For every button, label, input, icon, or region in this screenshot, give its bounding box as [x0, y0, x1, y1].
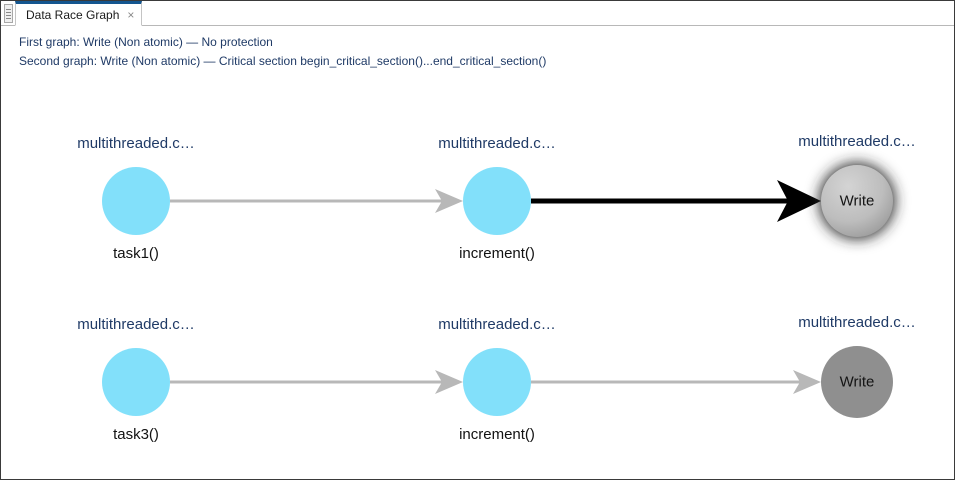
close-icon[interactable]: × [127, 8, 135, 22]
graph-node-task3[interactable] [102, 348, 170, 416]
node-function-label-increment-top: increment() [459, 245, 535, 262]
node-file-label-increment-bottom: multithreaded.c… [438, 316, 556, 333]
node-function-label-task3: task3() [113, 426, 159, 443]
edge-arrowhead [793, 370, 821, 394]
edge-arrowhead [435, 370, 463, 394]
edge-arrowhead [435, 189, 463, 213]
tab-data-race-graph[interactable]: Data Race Graph × [15, 1, 143, 26]
graph-node-increment-bottom[interactable] [463, 348, 531, 416]
node-file-label-task3: multithreaded.c… [77, 316, 195, 333]
node-function-label-increment-bottom: increment() [459, 426, 535, 443]
graph-node-task1[interactable] [102, 167, 170, 235]
node-function-label-task1: task1() [113, 245, 159, 262]
graph-node-write-bottom[interactable] [821, 346, 893, 418]
graph-legend: First graph: Write (Non atomic) — No pro… [19, 33, 919, 71]
node-file-label-write-top: multithreaded.c… [798, 133, 916, 150]
graph-svg [102, 163, 895, 418]
legend-line-first-graph: First graph: Write (Non atomic) — No pro… [19, 35, 273, 49]
edge-arrowhead-highlight [777, 180, 821, 222]
graph-edges [170, 180, 821, 394]
node-file-label-increment-top: multithreaded.c… [438, 135, 556, 152]
node-file-label-task1: multithreaded.c… [77, 135, 195, 152]
tab-label: Data Race Graph [26, 8, 120, 22]
drag-grip-icon[interactable] [4, 4, 13, 23]
tab-bar: Data Race Graph × [1, 1, 954, 26]
graph-node-write-top[interactable] [821, 165, 893, 237]
graph-nodes [102, 163, 895, 418]
graph-canvas: multithreaded.c… task1() multithreaded.c… i… [2, 73, 954, 479]
node-file-label-write-bottom: multithreaded.c… [798, 314, 916, 331]
legend-line-second-graph: Second graph: Write (Non atomic) — Criti… [19, 54, 547, 68]
graph-node-increment-top[interactable] [463, 167, 531, 235]
